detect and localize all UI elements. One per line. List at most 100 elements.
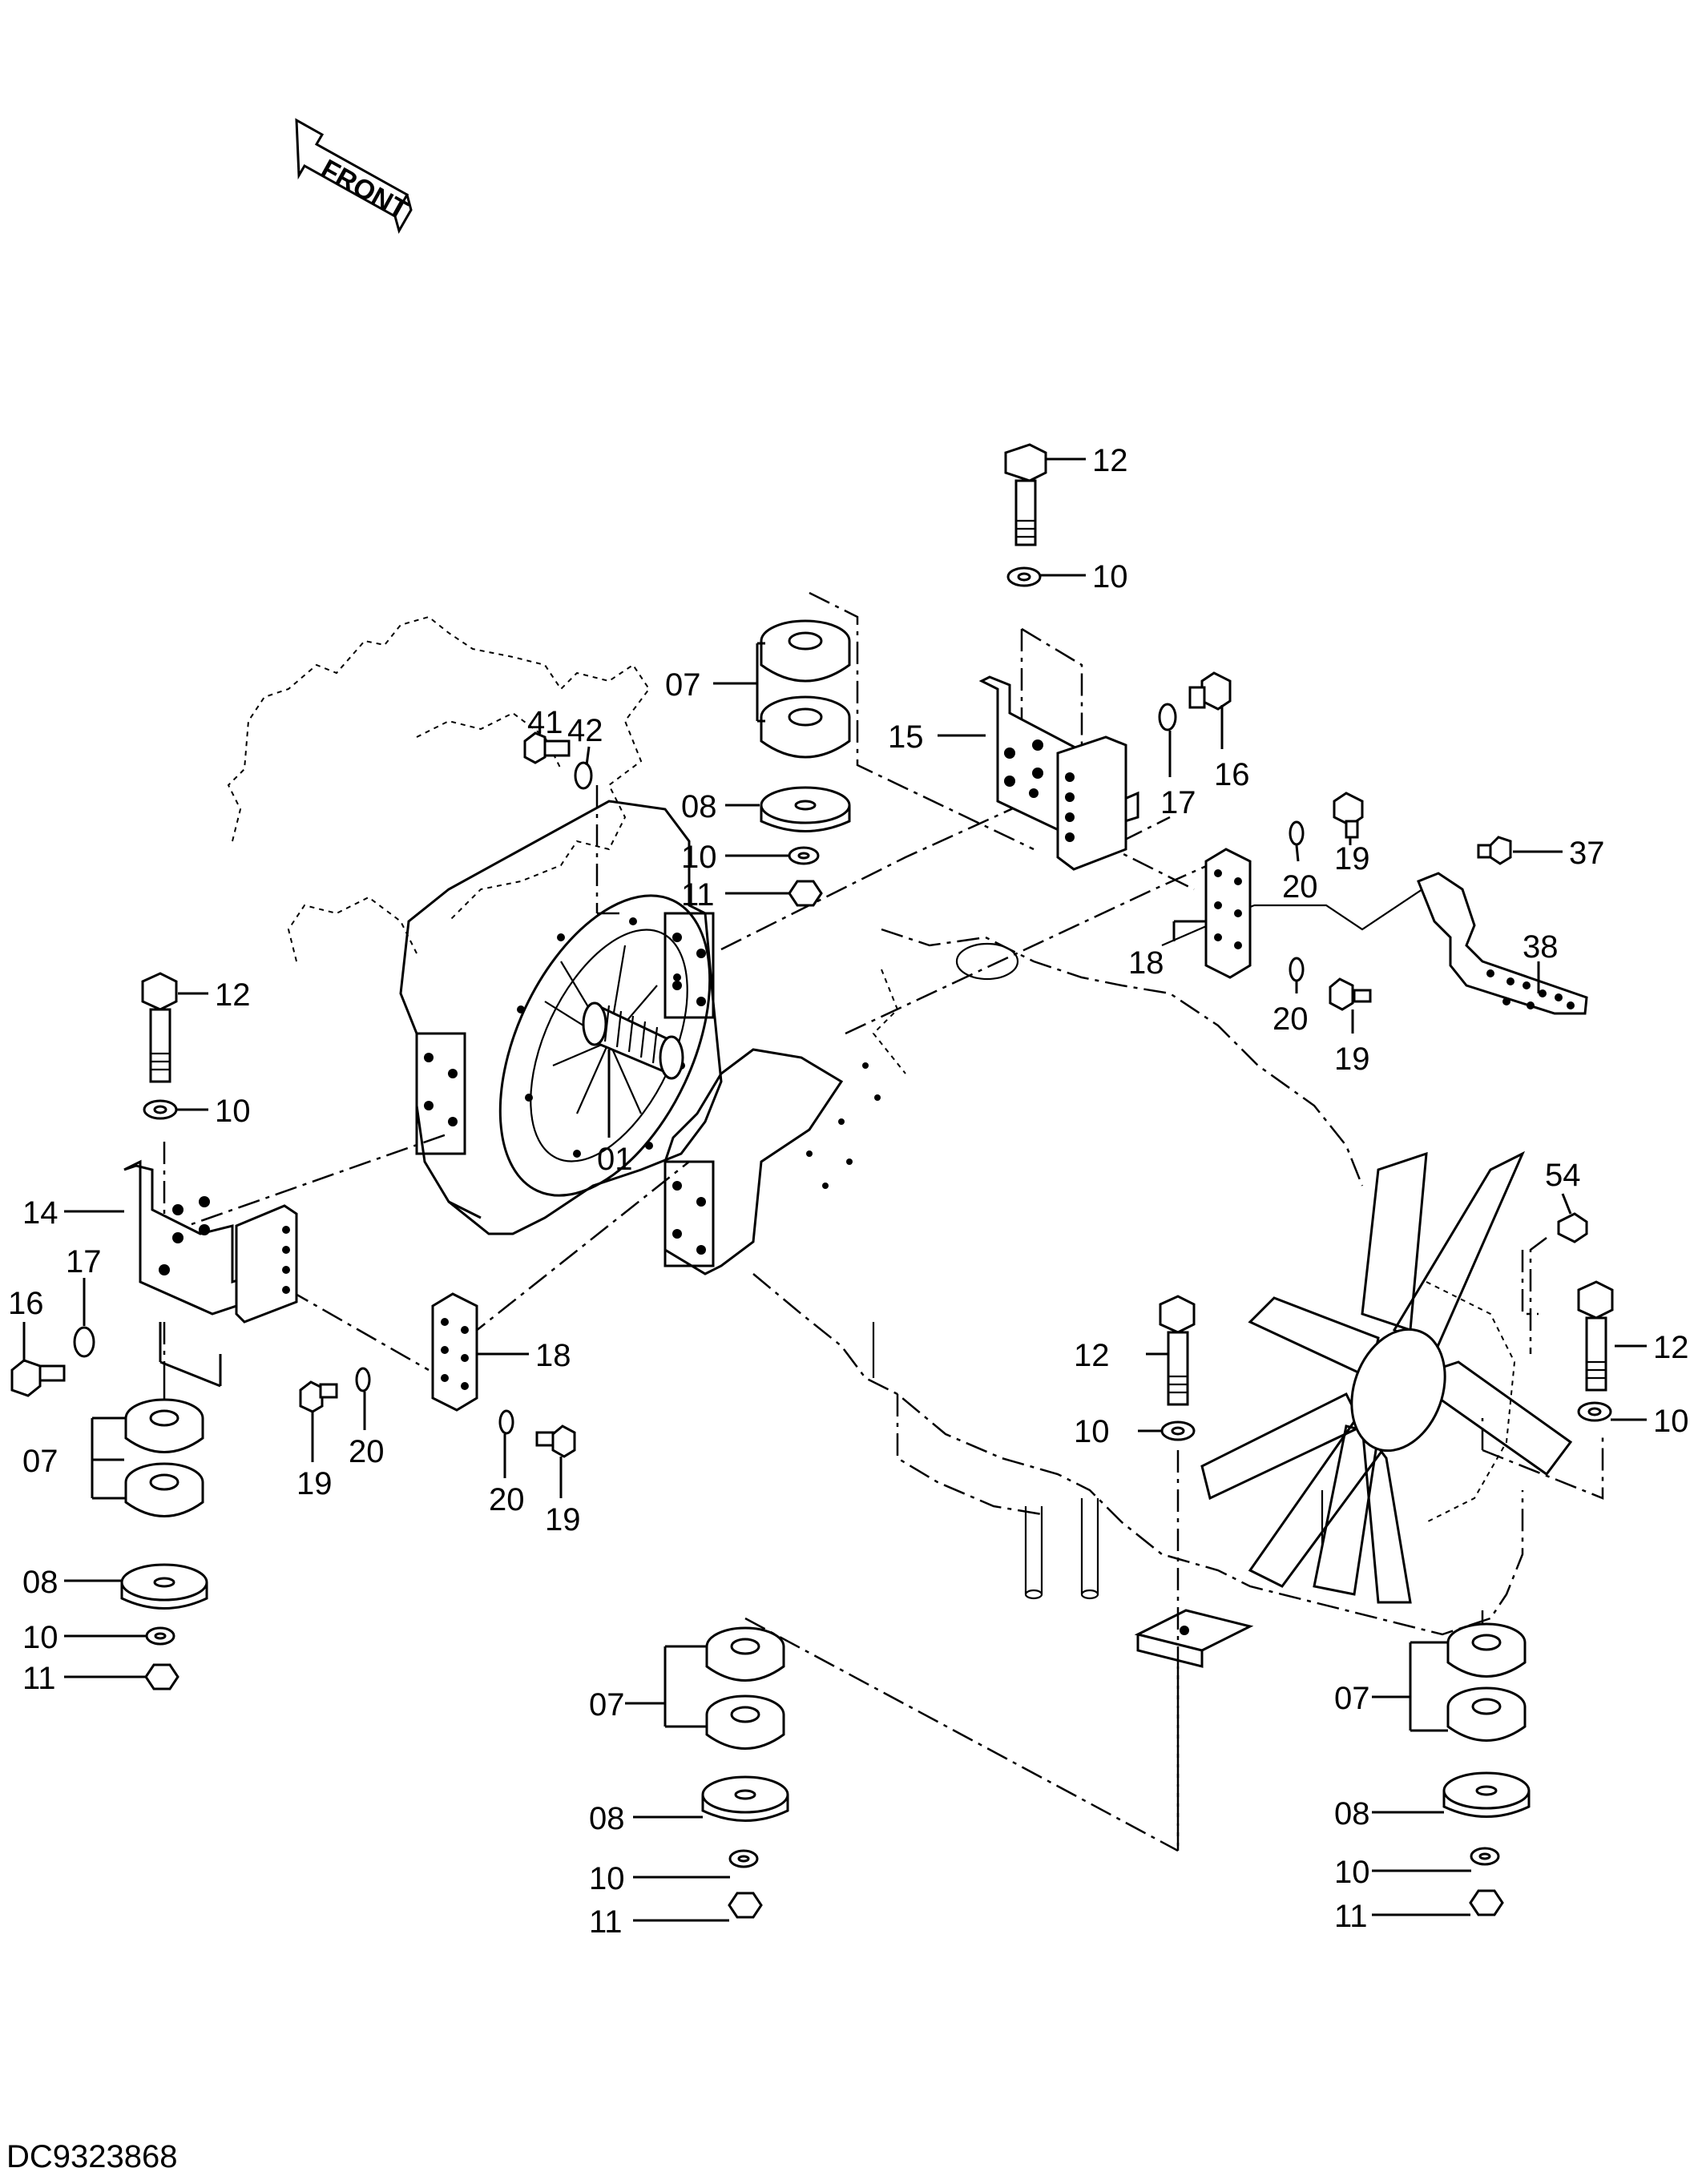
callout-18: 18 [1128,945,1164,981]
callout-07: 07 [665,667,701,703]
bolt-16-top [1188,671,1232,711]
bolt-16-left [10,1359,66,1397]
callout-08: 08 [22,1565,58,1600]
callout-11: 11 [681,877,715,913]
spline-shaft [582,1001,684,1080]
rubber-mount-07-bottom [705,1626,785,1750]
callout-17: 17 [1160,785,1196,820]
callout-10: 10 [1074,1414,1110,1449]
washer-17-left [73,1326,95,1358]
rubber-mount-07-right [1446,1622,1527,1742]
callout-12: 12 [1092,443,1128,478]
callout-20: 20 [1282,869,1318,905]
washer-10-left [143,1099,178,1120]
bolt-41 [523,731,571,764]
bolt-19-upper [1333,792,1364,839]
callout-07: 07 [22,1444,58,1479]
transmission-housing [663,1048,881,1275]
engine-bracket-15 [978,675,1139,871]
engine-bracket-14 [123,1159,298,1388]
nut-11-mid [788,880,823,907]
rubber-mount-07-left [124,1398,204,1517]
washer-20-left-b [498,1409,514,1435]
callout-16: 16 [8,1286,44,1321]
leader-lines [163,591,1604,1852]
bolt-12-right [1577,1280,1614,1392]
callout-19: 19 [296,1466,333,1501]
bolt-12-top [1004,443,1047,546]
washer-10-mid [788,846,820,865]
fitting-54 [1557,1212,1588,1243]
callout-12: 12 [215,977,251,1013]
bolt-12-left [141,972,178,1083]
plate-08-left [120,1563,208,1610]
flywheel-housing [399,800,723,1235]
washer-10-left-low [145,1626,175,1646]
washer-10-bottom [728,1849,759,1868]
callout-08: 08 [1334,1796,1370,1831]
callout-54: 54 [1545,1158,1581,1193]
callout-01: 01 [597,1142,633,1177]
callout-12: 12 [1653,1330,1689,1365]
washer-17-top [1158,703,1177,731]
callout-19: 19 [1334,841,1370,876]
callout-10: 10 [1653,1404,1689,1439]
bolt-12-center [1159,1295,1196,1406]
plate-18-upper [1204,848,1252,979]
plate-08-right [1442,1771,1531,1818]
callout-08: 08 [589,1801,625,1836]
engine-block-outline [752,928,1524,1668]
callout-20: 20 [1272,1001,1309,1037]
callout-42: 42 [567,713,603,748]
washer-10-center [1160,1420,1196,1441]
washer-20-left-a [355,1367,371,1392]
callout-12: 12 [1074,1338,1110,1373]
washer-20-upper [1289,820,1305,846]
nut-11-bottom [728,1892,763,1919]
plate-18-lower [431,1292,478,1412]
plate-08-top [760,786,851,832]
callout-07: 07 [589,1687,625,1723]
callout-10: 10 [215,1094,251,1129]
washer-42 [574,761,593,790]
bolt-19-left-b [535,1424,576,1458]
callout-15: 15 [888,719,924,755]
bolt-19-right [1329,977,1372,1011]
callout-10: 10 [1092,559,1128,594]
bracket-38 [1417,872,1588,1015]
callout-37: 37 [1569,836,1605,871]
callout-16: 16 [1214,757,1250,792]
nut-11-right [1469,1889,1504,1916]
fan [1200,1150,1573,1604]
callouts: 12 10 07 15 16 17 41 42 08 10 11 19 20 3… [8,443,1689,1940]
callout-38: 38 [1523,929,1559,965]
callout-19: 19 [545,1502,581,1537]
callout-41: 41 [527,705,563,740]
engine-outline [227,615,651,962]
callout-14: 14 [22,1195,58,1231]
plate-08-bottom [701,1775,789,1822]
callout-10: 10 [1334,1855,1370,1890]
callout-10: 10 [589,1861,625,1896]
callout-18: 18 [535,1338,571,1373]
rubber-mount-07-top [760,619,851,759]
callout-17: 17 [66,1244,102,1279]
bolt-19-left-a [299,1380,338,1413]
bolt-37 [1477,836,1512,865]
callout-11: 11 [1334,1899,1368,1934]
callout-20: 20 [349,1434,385,1469]
washer-20-right [1289,957,1305,982]
callout-07: 07 [1334,1681,1370,1716]
diagram-code: DC9323868 [6,2139,178,2174]
washer-10-top [1006,566,1042,587]
nut-11-left [144,1663,179,1690]
washer-10-right-low [1470,1847,1500,1866]
callout-08: 08 [681,789,717,824]
callout-20: 20 [489,1482,525,1517]
callout-11: 11 [22,1661,56,1696]
callout-19: 19 [1334,1042,1370,1077]
washer-10-right [1577,1401,1612,1422]
callout-11: 11 [589,1904,623,1940]
callout-leaders [22,457,1647,1922]
